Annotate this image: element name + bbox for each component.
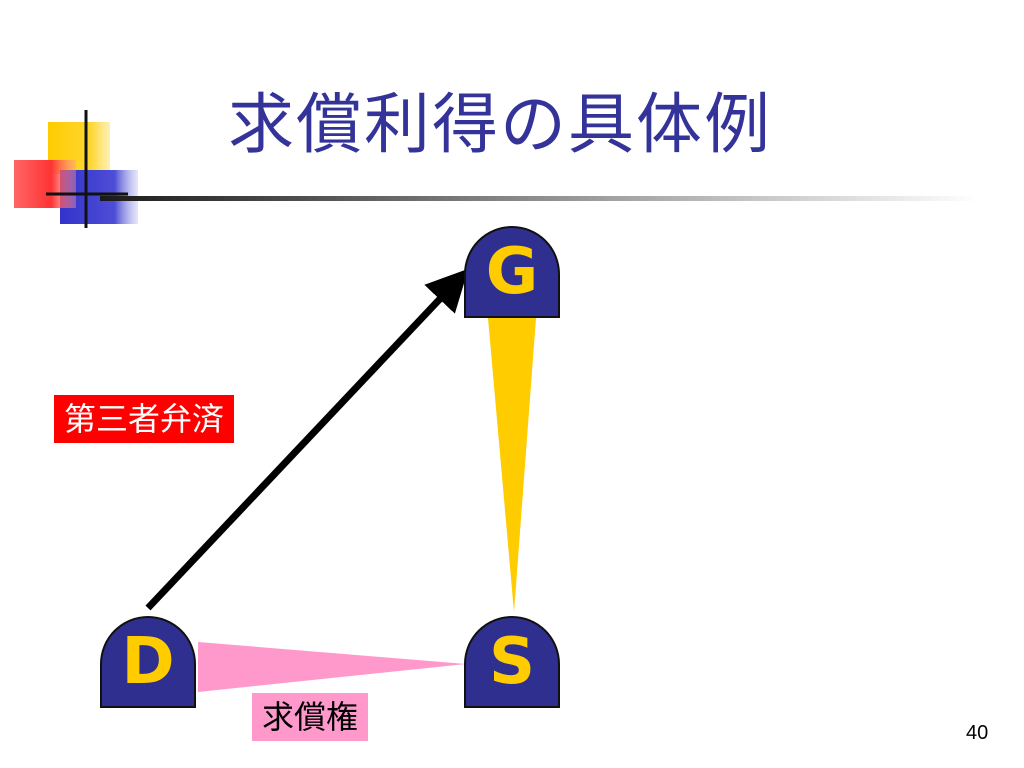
node-s-letter: S — [488, 625, 536, 699]
payment-arrow — [145, 268, 469, 611]
node-g: G — [464, 226, 560, 318]
corner-logo-icon — [14, 110, 138, 228]
node-s: S — [464, 616, 560, 708]
node-d-letter: D — [121, 625, 175, 699]
page-number: 40 — [966, 722, 989, 744]
node-g-letter: G — [485, 235, 539, 309]
node-d: D — [100, 616, 196, 708]
pink-wedge — [198, 642, 466, 692]
slide-title: 求償利得の具体例 — [228, 86, 772, 163]
third-party-payment-label: 第三者弁済 — [54, 395, 235, 443]
yellow-wedge — [488, 318, 536, 612]
right-of-recourse-label: 求償権 — [252, 693, 369, 741]
title-rule — [100, 196, 980, 201]
